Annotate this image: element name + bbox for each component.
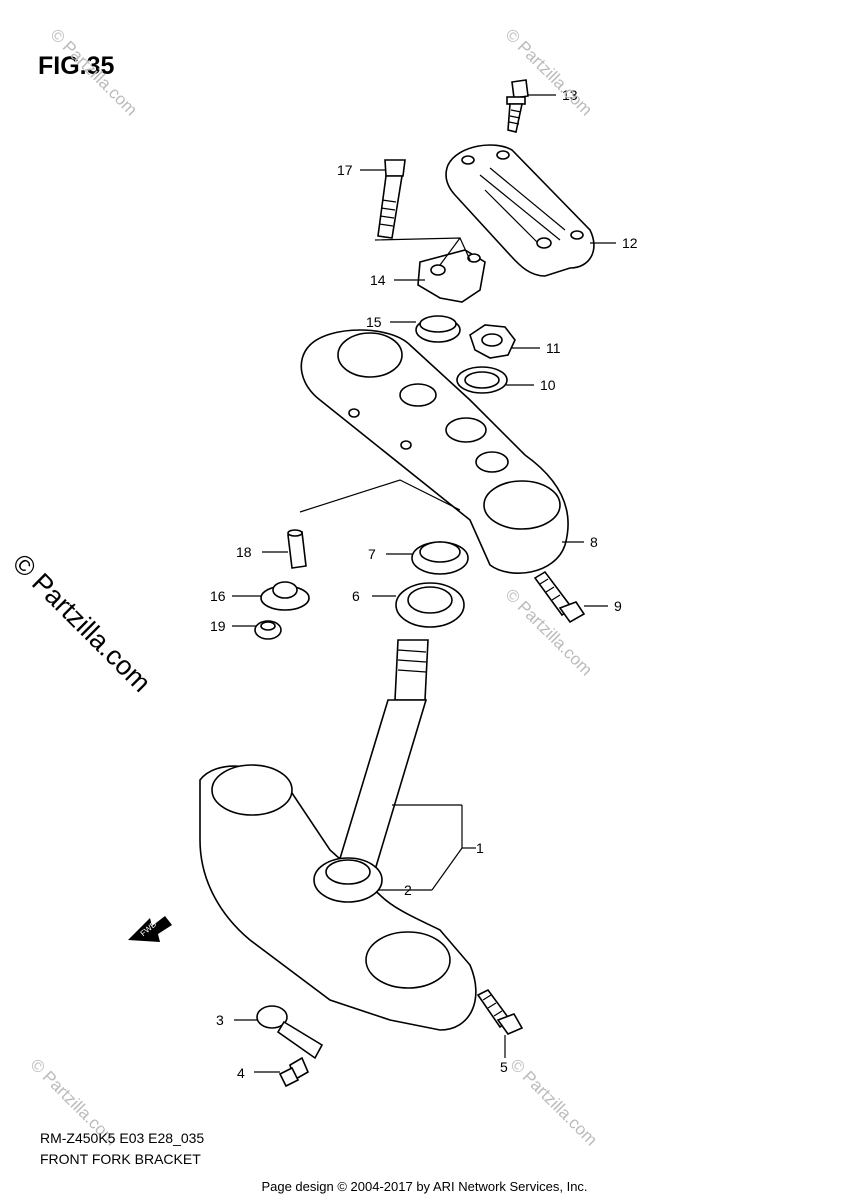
callout-8: 8 bbox=[590, 534, 598, 550]
callout-7: 7 bbox=[368, 546, 376, 562]
copyright-credit: Page design © 2004-2017 by ARI Network S… bbox=[261, 1179, 588, 1194]
callout-4: 4 bbox=[237, 1065, 245, 1081]
leader-lines bbox=[232, 94, 616, 1073]
callout-11: 11 bbox=[546, 340, 561, 356]
callout-18: 18 bbox=[236, 544, 252, 560]
part-7-steering-nut[interactable] bbox=[411, 541, 469, 575]
callout-14: 14 bbox=[370, 272, 386, 288]
callout-3: 3 bbox=[216, 1012, 224, 1028]
part-17-bolt[interactable] bbox=[377, 159, 406, 239]
callout-12: 12 bbox=[622, 235, 638, 251]
callout-16: 16 bbox=[210, 588, 226, 604]
callout-15: 15 bbox=[366, 314, 382, 330]
part-3-hose-clamp[interactable] bbox=[256, 1005, 324, 1060]
part-10-washer[interactable] bbox=[456, 366, 508, 394]
part-6-bearing[interactable] bbox=[395, 582, 465, 628]
part-19-grommet[interactable] bbox=[254, 620, 282, 640]
callout-5: 5 bbox=[500, 1059, 508, 1075]
part-2-bearing[interactable] bbox=[313, 857, 383, 903]
part-9-bolt[interactable] bbox=[533, 570, 586, 624]
part-5-bolt[interactable] bbox=[476, 988, 524, 1035]
part-16-damper[interactable] bbox=[260, 581, 310, 611]
callout-6: 6 bbox=[352, 588, 360, 604]
part-13-bolt[interactable] bbox=[506, 79, 529, 133]
callout-labels: 1 2 3 4 5 6 7 8 9 10 11 12 13 14 15 16 1… bbox=[210, 87, 638, 1081]
diagram-caption: FRONT FORK BRACKET bbox=[40, 1151, 201, 1167]
part-4-bolt[interactable] bbox=[278, 1056, 310, 1088]
part-12-handlebar-clamp[interactable] bbox=[445, 144, 595, 277]
callout-9: 9 bbox=[614, 598, 622, 614]
model-code: RM-Z450K5 E03 E28_035 bbox=[40, 1130, 205, 1146]
callout-1: 1 bbox=[476, 840, 484, 856]
callout-19: 19 bbox=[210, 618, 226, 634]
callout-2: 2 bbox=[404, 882, 412, 898]
leader-18 bbox=[299, 479, 461, 513]
leader-17-14 bbox=[374, 237, 471, 266]
fwd-arrow-icon: FWD bbox=[128, 916, 172, 942]
callout-17: 17 bbox=[337, 162, 353, 178]
part-1-steering-stem[interactable] bbox=[199, 639, 477, 1031]
figure-title: FIG.35 bbox=[38, 52, 115, 80]
part-11-steering-nut[interactable] bbox=[469, 324, 516, 359]
part-18-collar[interactable] bbox=[287, 529, 307, 569]
part-8-upper-bracket[interactable] bbox=[300, 329, 569, 574]
callout-13: 13 bbox=[562, 87, 578, 103]
part-15-cushion[interactable] bbox=[415, 315, 461, 343]
part-14-clamp-lower[interactable] bbox=[417, 249, 486, 303]
callout-10: 10 bbox=[540, 377, 556, 393]
